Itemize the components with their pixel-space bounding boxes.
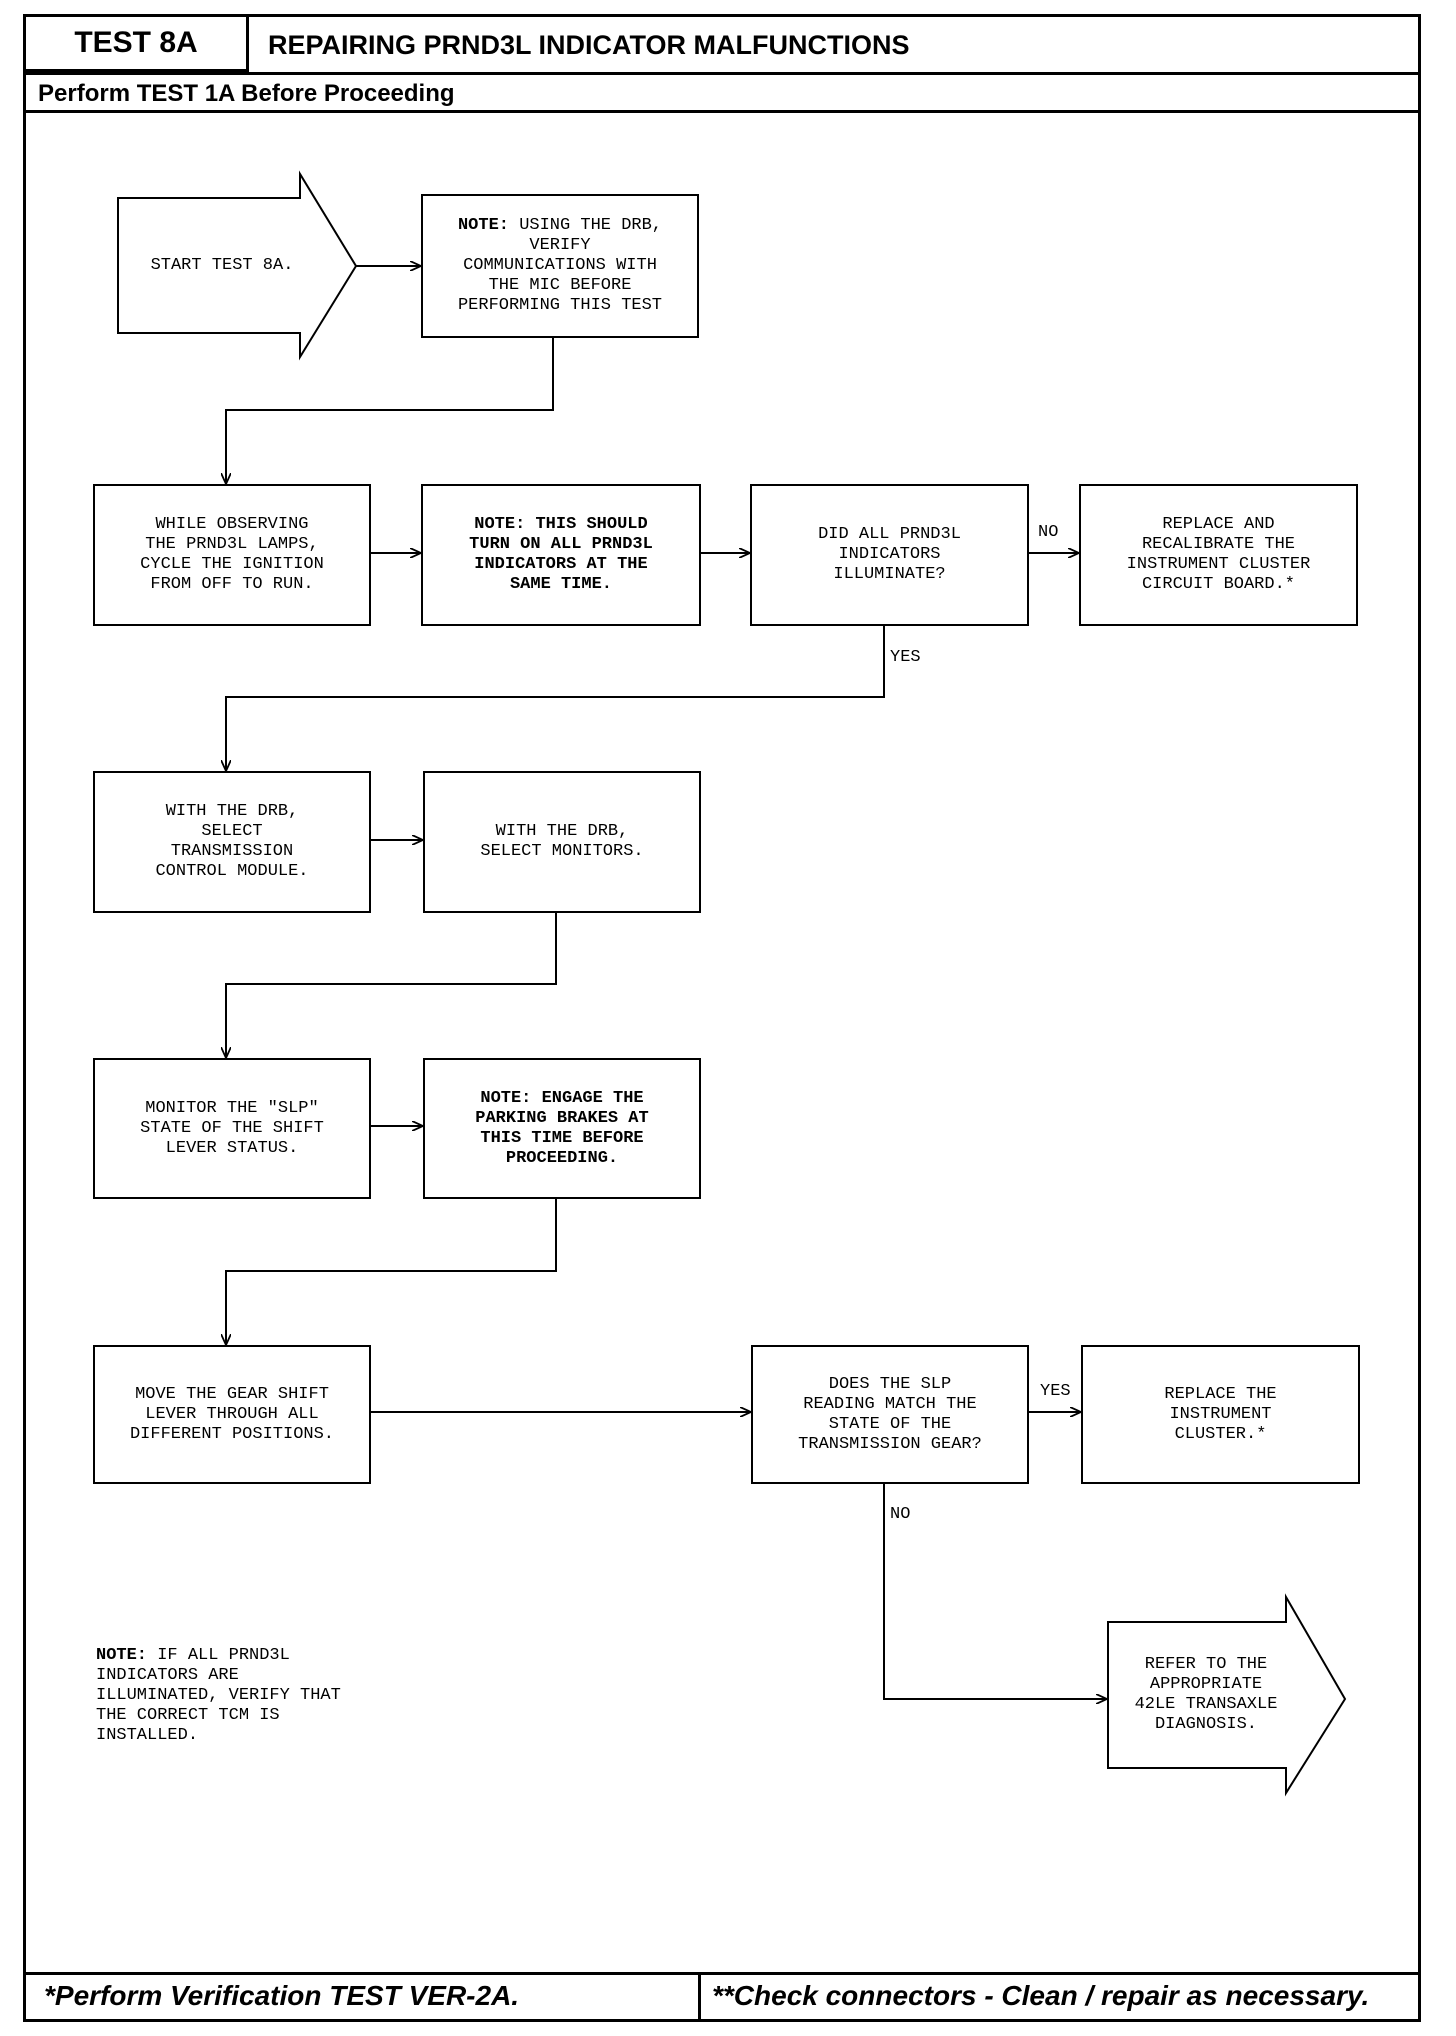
refer-arrow-shape	[1107, 1593, 1347, 1797]
decision-indicators-illuminate-text: DID ALL PRND3L INDICATORS ILLUMINATE?	[818, 525, 961, 584]
page-title: REPAIRING PRND3L INDICATOR MALFUNCTIONS	[268, 30, 910, 60]
note-engage-brakes: NOTE: ENGAGE THE PARKING BRAKES AT THIS …	[423, 1058, 701, 1199]
arrow-note3-to-move	[226, 1199, 557, 1345]
note-turn-on-indicators: NOTE: THIS SHOULD TURN ON ALL PRND3L IND…	[421, 484, 701, 626]
footer-verification-note: *Perform Verification TEST VER-2A.	[44, 1980, 520, 2011]
footer-divider	[23, 1972, 1421, 1975]
arrow-monitors-to-slp	[226, 913, 557, 1058]
footer-connectors-note: **Check connectors - Clean / repair as n…	[712, 1980, 1370, 2011]
step-select-monitors-text: WITH THE DRB, SELECT MONITORS.	[480, 822, 644, 861]
prerequisite-text: Perform TEST 1A Before Proceeding	[38, 80, 455, 107]
note-engage-brakes-text: NOTE: ENGAGE THE PARKING BRAKES AT THIS …	[475, 1088, 649, 1168]
label-no-2: NO	[890, 1505, 911, 1524]
note-turn-on-indicators-text: NOTE: THIS SHOULD TURN ON ALL PRND3L IND…	[469, 515, 653, 594]
label-no: NO	[1038, 523, 1059, 542]
step-select-tcm-text: WITH THE DRB, SELECT TRANSMISSION CONTRO…	[155, 802, 309, 881]
decision-slp-match: DOES THE SLP READING MATCH THE STATE OF …	[751, 1345, 1029, 1484]
header-divider	[23, 72, 1421, 75]
page-frame	[23, 14, 1421, 2022]
arrow-decision1-yes	[226, 626, 885, 771]
decision-indicators-illuminate: DID ALL PRND3L INDICATORS ILLUMINATE?	[750, 484, 1029, 626]
step-monitor-slp: MONITOR THE "SLP" STATE OF THE SHIFT LEV…	[93, 1058, 371, 1199]
test-id: TEST 8A	[26, 17, 249, 72]
arrow-decision2-no	[883, 1484, 1107, 1699]
step-select-tcm: WITH THE DRB, SELECT TRANSMISSION CONTRO…	[93, 771, 371, 913]
decision-slp-match-text: DOES THE SLP READING MATCH THE STATE OF …	[798, 1374, 982, 1454]
note-verify-tcm: NOTE: IF ALL PRND3L INDICATORS ARE ILLUM…	[96, 1646, 436, 1746]
start-step: START TEST 8A.	[150, 255, 294, 275]
note-label: NOTE:	[96, 1646, 148, 1665]
step-replace-cluster: REPLACE THE INSTRUMENT CLUSTER.*	[1081, 1345, 1360, 1484]
step-move-gear-lever-text: MOVE THE GEAR SHIFT LEVER THROUGH ALL DI…	[129, 1384, 335, 1444]
step-refer-transaxle: REFER TO THE APPROPRIATE 42LE TRANSAXLE …	[1134, 1655, 1278, 1734]
step-select-monitors: WITH THE DRB, SELECT MONITORS.	[423, 771, 701, 913]
header-divider-bottom	[23, 110, 1421, 113]
step-monitor-slp-text: MONITOR THE "SLP" STATE OF THE SHIFT LEV…	[140, 1098, 324, 1158]
step-move-gear-lever: MOVE THE GEAR SHIFT LEVER THROUGH ALL DI…	[93, 1345, 371, 1484]
footer-column-divider	[698, 1972, 701, 2022]
label-yes: YES	[890, 648, 921, 667]
note-text: USING THE DRB, VERIFY COMMUNICATIONS WIT…	[457, 216, 663, 315]
label-yes-2: YES	[1040, 1382, 1071, 1401]
arrow-note1-to-cycle	[226, 338, 554, 484]
step-replace-circuit-board: REPLACE AND RECALIBRATE THE INSTRUMENT C…	[1079, 484, 1358, 626]
step-cycle-ignition: WHILE OBSERVING THE PRND3L LAMPS, CYCLE …	[93, 484, 371, 626]
step-cycle-ignition-text: WHILE OBSERVING THE PRND3L LAMPS, CYCLE …	[140, 515, 324, 594]
start-arrow-shape	[117, 170, 358, 361]
step-replace-circuit-board-text: REPLACE AND RECALIBRATE THE INSTRUMENT C…	[1126, 515, 1311, 594]
note-label: NOTE:	[457, 216, 509, 235]
note-verify-communications: NOTE: USING THE DRB, VERIFY COMMUNICATIO…	[421, 194, 699, 338]
step-replace-cluster-text: REPLACE THE INSTRUMENT CLUSTER.*	[1164, 1384, 1277, 1444]
note-text: IF ALL PRND3L INDICATORS ARE ILLUMINATED…	[96, 1646, 341, 1745]
